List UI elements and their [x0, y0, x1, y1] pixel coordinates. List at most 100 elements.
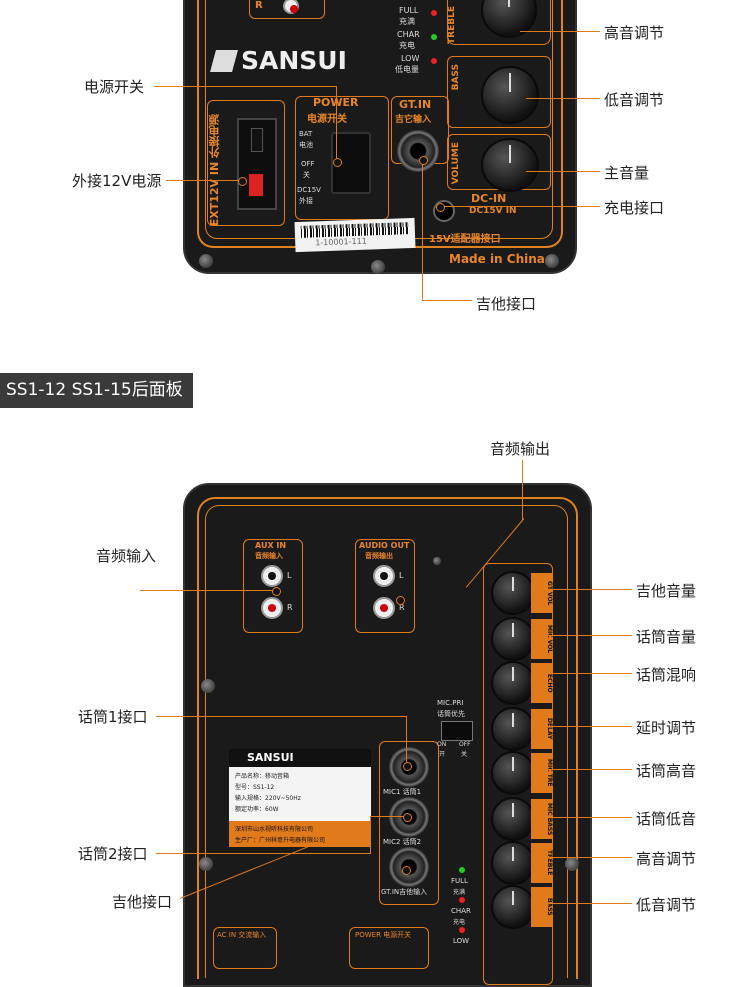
- treble-knob[interactable]: [491, 841, 535, 885]
- aux-in-l-jack[interactable]: [261, 565, 283, 587]
- ext12v-terminal[interactable]: [237, 118, 277, 210]
- callout-mic-bass: 话筒低音: [636, 810, 697, 828]
- mic-treble-knob[interactable]: [491, 751, 535, 795]
- gtin-label: GT.IN吉他输入: [381, 888, 428, 896]
- callout-dot: [402, 866, 411, 875]
- panel-inner-border: [205, 505, 568, 978]
- bass-box: [447, 56, 551, 128]
- callout-line: [532, 673, 632, 674]
- bass-knob[interactable]: [491, 885, 535, 929]
- screw-icon: [199, 857, 213, 871]
- mic2-label: MIC2 话筒2: [383, 838, 422, 846]
- l-label: L: [287, 571, 292, 580]
- terminal-black[interactable]: [251, 128, 263, 152]
- callout-delay: 延时调节: [636, 719, 697, 737]
- nameplate-maker-2: 生产厂：广州祥意升电器有限公司: [235, 837, 326, 844]
- callout-line: [522, 460, 523, 520]
- knob-tag-gt-vol: GT VOL: [531, 573, 553, 613]
- callout-line: [422, 160, 423, 300]
- rca-r-jack[interactable]: [283, 0, 299, 14]
- callout-line: [406, 716, 407, 766]
- led-low: [431, 58, 437, 64]
- led-char: [459, 897, 465, 903]
- r-label: R: [255, 0, 263, 11]
- char-cn-label: 充电: [453, 919, 466, 926]
- nameplate-header: [229, 749, 371, 767]
- mic-volume-knob[interactable]: [491, 617, 535, 661]
- callout-audio-out: 音频输出: [490, 440, 551, 458]
- callout-line: [520, 31, 600, 32]
- bat-label: BAT: [299, 130, 313, 138]
- callout-dot: [396, 596, 405, 605]
- volume-knob[interactable]: [481, 138, 539, 192]
- rca-r-box: [249, 0, 325, 19]
- screw-icon: [433, 557, 441, 565]
- echo-knob[interactable]: [491, 661, 535, 705]
- callout-line: [154, 86, 336, 87]
- knob-tag-mic-vol: MIC VOL: [531, 619, 553, 659]
- callout-guitar-port: 吉他接口: [476, 295, 537, 313]
- callout-dot: [272, 587, 281, 596]
- knob-tag-mic-treble: MIC TRE: [531, 753, 553, 793]
- ac-in-label: AC IN 交流输入: [217, 931, 267, 939]
- r-label: R: [399, 603, 405, 612]
- guitar-volume-knob[interactable]: [491, 571, 535, 615]
- callout-line: [156, 716, 406, 717]
- gtin-cn-label: 吉它输入: [395, 115, 432, 125]
- led-full: [459, 867, 465, 873]
- dc15-label: DC15V: [297, 186, 321, 194]
- screw-icon: [565, 857, 579, 871]
- audio-out-label: AUDIO OUT: [359, 541, 410, 550]
- l-label: L: [399, 571, 404, 580]
- callout-mic-treble: 话筒高音: [636, 762, 697, 780]
- delay-knob[interactable]: [491, 707, 535, 751]
- audio-out-box: [355, 539, 415, 633]
- power-label: POWER: [313, 96, 359, 109]
- char-cn-label: 充电: [399, 41, 415, 50]
- nameplate-line-3: 输入规格：220V~50Hz: [235, 795, 301, 802]
- off-label: OFF: [301, 160, 315, 168]
- callout-line: [440, 206, 600, 207]
- mic-priority-switch[interactable]: [441, 721, 473, 741]
- audio-out-l-jack[interactable]: [373, 565, 395, 587]
- nameplate-brand: SANSUI: [247, 751, 294, 764]
- callout-dot: [436, 203, 445, 212]
- callout-line: [532, 589, 632, 590]
- mic-pri-label: MIC.PRI: [437, 699, 464, 707]
- knob-tag-mic-bass: MIC BASS: [531, 799, 553, 839]
- dcin-label: DC-IN: [471, 192, 507, 205]
- ext12v-label: EXT12V IN 外接电源: [208, 114, 221, 227]
- power-rocker-switch[interactable]: [331, 132, 371, 194]
- guitar-jack[interactable]: [397, 130, 439, 172]
- nameplate: SANSUI 产品名称：移动音箱 型号：SS1-12 输入规格：220V~50H…: [229, 749, 371, 847]
- on-label: ON: [437, 741, 447, 748]
- aux-in-r-jack[interactable]: [261, 597, 283, 619]
- power-label: POWER 电源开关: [355, 931, 412, 939]
- panel-border: [197, 497, 578, 979]
- char-label: CHAR: [451, 907, 471, 915]
- terminal-red[interactable]: [249, 174, 263, 196]
- callout-dot: [403, 762, 412, 771]
- volume-label: VOLUME: [451, 142, 461, 185]
- low-cn-label: 低电量: [395, 65, 419, 74]
- callout-line: [526, 171, 600, 172]
- off-cn-label: 关: [461, 751, 468, 758]
- callout-line: [336, 86, 337, 162]
- callout-dot: [238, 177, 247, 186]
- callout-dot: [419, 156, 428, 165]
- callout-line: [156, 853, 370, 854]
- callout-mic-echo: 话筒混响: [636, 666, 697, 684]
- mic-bass-knob[interactable]: [491, 797, 535, 841]
- audio-out-r-jack[interactable]: [373, 597, 395, 619]
- bat-cn-label: 电池: [299, 141, 313, 149]
- callout-line: [140, 590, 274, 591]
- led-char: [431, 34, 437, 40]
- dc-in-port[interactable]: [433, 200, 455, 222]
- callout-treble: 高音调节: [636, 850, 697, 868]
- bass-knob[interactable]: [481, 66, 539, 124]
- screw-icon: [371, 260, 385, 274]
- nameplate-line-2: 型号：SS1-12: [235, 784, 275, 791]
- callout-line: [532, 817, 632, 818]
- screw-icon: [201, 679, 215, 693]
- callout-mic1-port: 话筒1接口: [78, 708, 148, 726]
